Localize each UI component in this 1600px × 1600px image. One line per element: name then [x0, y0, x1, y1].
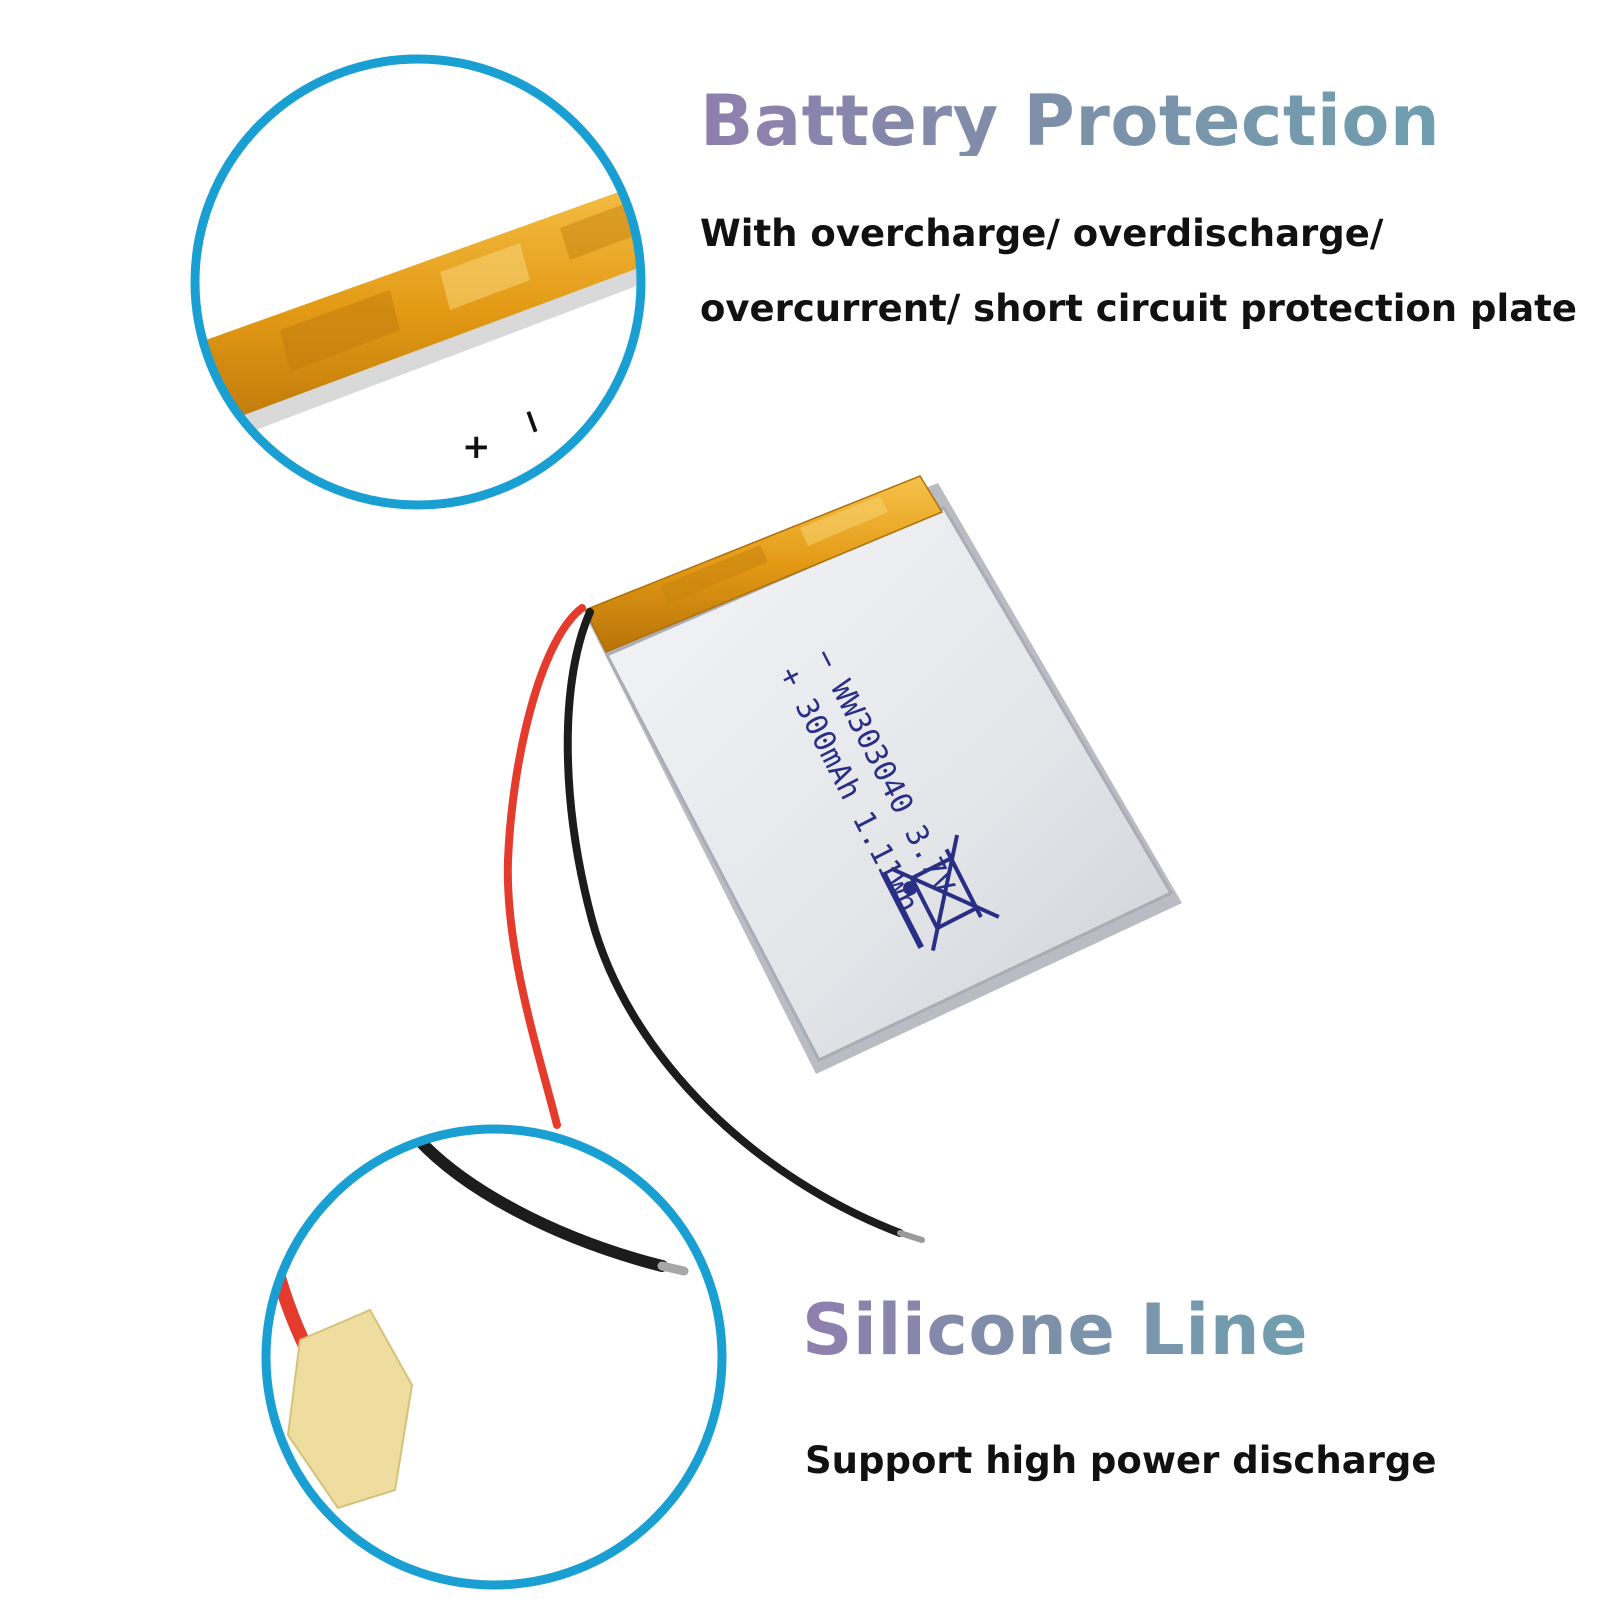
feature-description-line: Support high power discharge [805, 1439, 1437, 1482]
black-wire-tip [897, 1230, 925, 1243]
feature-title-silicone-line: Silicone Line [802, 1289, 1309, 1371]
zoom-tape-tab [286, 1308, 414, 1510]
feature-description-line: With overcharge/ overdischarge/ [700, 212, 1384, 255]
zoom-circle-border [261, 1124, 727, 1590]
feature-description-line: overcurrent/ short circuit protection pl… [700, 287, 1577, 330]
feature-description-silicone-line: Support high power discharge [805, 1423, 1437, 1498]
zoom-cell-edge [195, 245, 641, 470]
zoom-circle-wire [261, 1124, 727, 1590]
zoom-black-wire-tip [657, 1261, 689, 1276]
wheelie-bin-crossed-icon [880, 834, 1000, 951]
tape-crease [660, 545, 768, 604]
zoom-circle-border [190, 54, 646, 510]
battery-cell: − WW303040 3.7V + 300mAh 1.11Wh [583, 475, 1182, 1074]
red-wire [503, 604, 586, 1129]
zoom-tape [195, 170, 641, 450]
zoom-tape-crease-1 [280, 290, 400, 372]
feature-title-battery-protection: Battery Protection [700, 80, 1441, 162]
zoom-black-wire [404, 1129, 668, 1272]
tape-highlight [800, 496, 888, 546]
zoom-circle-protection: + − [190, 54, 646, 510]
zoom-plus-sign: + [462, 427, 491, 467]
zoom-tape-crease-2 [440, 243, 530, 310]
black-wire [563, 608, 904, 1237]
lead-wires [503, 604, 925, 1243]
feature-description-battery-protection: With overcharge/ overdischarge/ overcurr… [700, 196, 1577, 346]
